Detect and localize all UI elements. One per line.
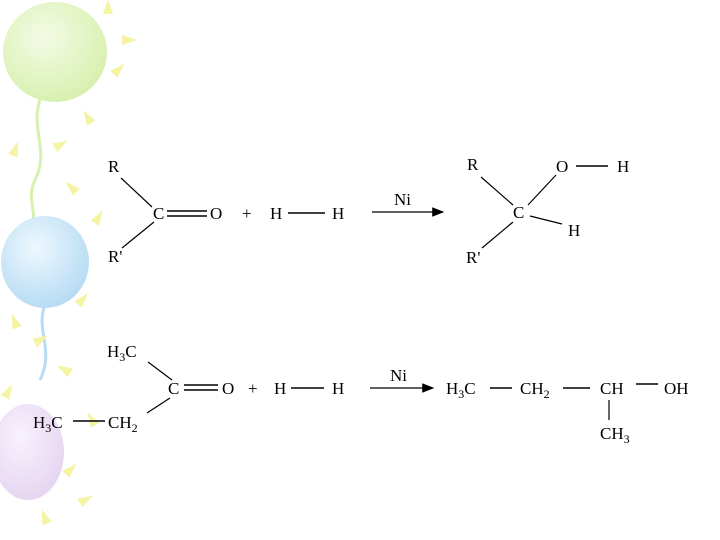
r1-carbonyl-carbon: C xyxy=(153,204,164,223)
r1-reactant-r-top: R xyxy=(108,157,120,176)
r2-h-left: H xyxy=(274,379,286,398)
r1-product-bond-r-bottom xyxy=(481,221,514,249)
sparkle-icon xyxy=(83,110,96,126)
r1-reactant-r-bottom: R' xyxy=(108,247,122,266)
r2-plus-sign: + xyxy=(248,379,258,398)
r1-product-carbon: C xyxy=(513,203,524,222)
sparkle-icon xyxy=(122,35,137,45)
r1-product-r-bottom: R' xyxy=(466,248,480,267)
sparkle-icon xyxy=(87,412,100,428)
r2-product-methylene: CH2 xyxy=(520,379,550,401)
sparkle-icon xyxy=(110,63,125,78)
sparkle-icon xyxy=(0,384,13,400)
reaction-1: R C R' O + H H Ni R C O H H R' xyxy=(108,155,629,267)
balloon-blue-string xyxy=(38,304,48,381)
r2-product-branch: CH3 xyxy=(600,424,630,446)
r1-product-oxygen: O xyxy=(556,157,568,176)
r1-h-right: H xyxy=(332,204,344,223)
sparkle-icon xyxy=(90,210,103,226)
r1-product-bond-r-top xyxy=(480,176,514,206)
r2-bond-methyl-top xyxy=(147,361,173,381)
sparkle-icon xyxy=(8,141,19,158)
sparkle-icon xyxy=(62,463,77,478)
r1-carbonyl-oxygen: O xyxy=(210,204,222,223)
balloon-green-string xyxy=(28,99,43,231)
r1-product-r-top: R xyxy=(467,155,479,174)
balloon-pink-icon xyxy=(0,404,64,500)
r1-plus-sign: + xyxy=(242,204,252,223)
r1-product-c-hydrogen: H xyxy=(568,221,580,240)
r1-catalyst-label: Ni xyxy=(394,190,411,209)
sparkle-icon xyxy=(57,365,73,378)
r2-catalyst-label: Ni xyxy=(390,366,407,385)
r2-methyl-left: H3C xyxy=(33,413,63,435)
sparkle-icon xyxy=(32,335,48,348)
r2-methyl-top: H3C xyxy=(107,342,137,364)
r1-bond-r-top xyxy=(120,177,153,208)
r1-product-bond-co xyxy=(527,174,557,206)
r1-bond-r-bottom xyxy=(121,221,155,249)
r2-bond-c-methylene xyxy=(146,397,171,414)
sparkle-icon xyxy=(77,495,93,508)
sparkle-icon xyxy=(41,509,52,526)
balloon-decoration xyxy=(0,0,137,526)
r2-methylene: CH2 xyxy=(108,413,138,435)
sparkle-icon xyxy=(11,313,22,330)
r2-product-ch: CH xyxy=(600,379,624,398)
reaction-2: H3C C O + H H CH2 H3C Ni H3C CH2 CH OH C… xyxy=(33,342,689,446)
sparkle-icon xyxy=(65,181,80,196)
balloon-green-icon xyxy=(3,2,107,102)
r2-product-methyl: H3C xyxy=(446,379,476,401)
r2-carbonyl-carbon: C xyxy=(168,379,179,398)
r1-product-bond-ch xyxy=(529,215,563,225)
r1-product-oh-hydrogen: H xyxy=(617,157,629,176)
sparkle-icons xyxy=(0,0,137,526)
sparkle-icon xyxy=(52,140,68,153)
balloon-blue-icon xyxy=(1,216,89,308)
r2-product-oh: OH xyxy=(664,379,689,398)
sparkle-icon xyxy=(103,0,113,14)
r2-carbonyl-oxygen: O xyxy=(222,379,234,398)
r1-h-left: H xyxy=(270,204,282,223)
r2-h-right: H xyxy=(332,379,344,398)
sparkle-icon xyxy=(74,293,88,308)
